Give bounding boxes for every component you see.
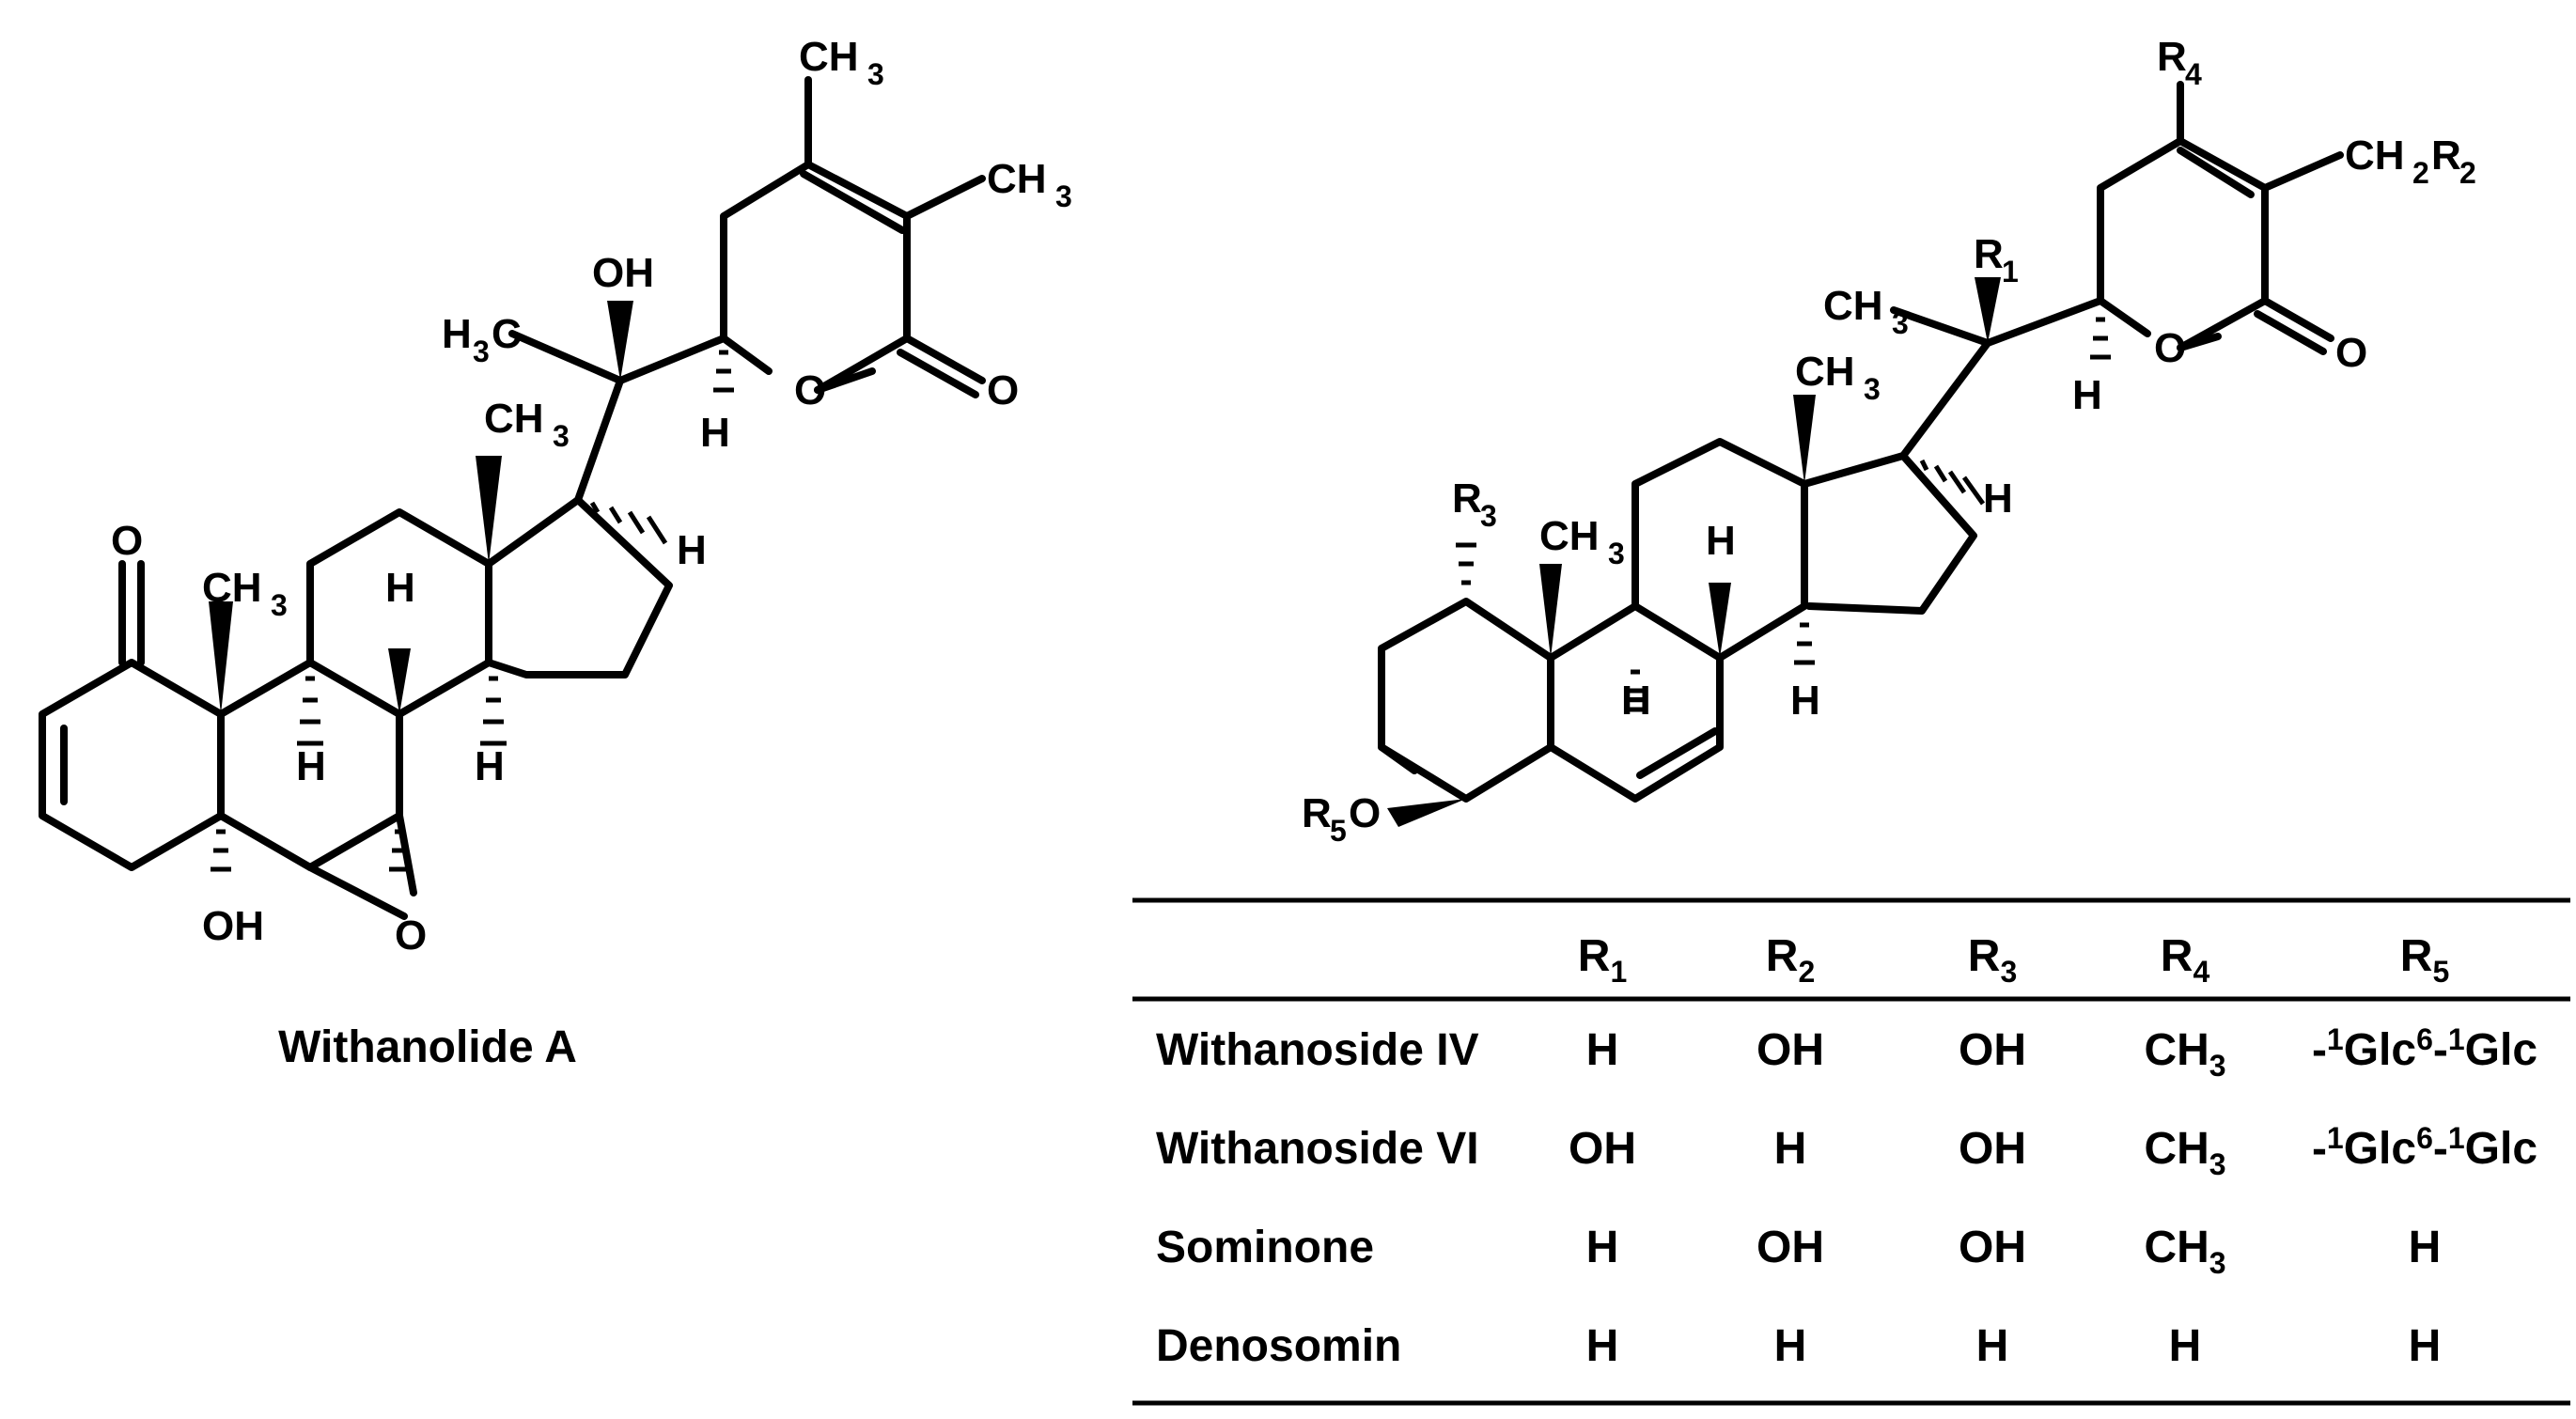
table-cell-r5: H	[2409, 1223, 2442, 1272]
withanolide-a-structure	[39, 76, 986, 920]
table-cell-r3: OH	[1959, 1223, 2026, 1272]
table-cell-r4: H	[2169, 1321, 2202, 1371]
atom-label-ch3-c10: CH	[202, 565, 262, 611]
atom-label-h-c14: H	[1790, 678, 1820, 724]
atom-label-r5o-o: O	[1349, 790, 1381, 836]
atom-label-h-c8: H	[385, 565, 415, 611]
atom-label-ch3-c10: CH	[1539, 513, 1600, 559]
atom-label-h-c14: H	[475, 743, 505, 789]
table-cell-r1: H	[1586, 1321, 1619, 1371]
table-cell-r4: CH3	[2144, 1223, 2225, 1280]
atom-label-h3c: H	[442, 311, 472, 357]
atom-label-h3c-c: C	[492, 311, 522, 357]
atom-label-carbonyl-o: O	[987, 367, 1019, 413]
atom-label-ch2r2-sub: 2	[2412, 156, 2429, 190]
table-row: Sominone H OH OH CH3 H	[1156, 1223, 2441, 1280]
table-cell-r5: -1Glc6-1Glc	[2312, 1121, 2537, 1174]
table-header-row: R1 R2 R3 R4 R5	[1578, 931, 2449, 989]
atom-label-r3-sub: 3	[1480, 499, 1497, 533]
atom-label-ch3-c13-sub: 3	[1864, 372, 1881, 406]
compound-name-withanolide-a: Withanolide A	[278, 1022, 577, 1072]
atom-label-ring-o: O	[794, 367, 826, 413]
table-cell-name: Denosomin	[1156, 1321, 1401, 1371]
atom-label-h3c-sub: 3	[473, 335, 490, 368]
atom-label-ch3-side: CH	[1823, 283, 1883, 329]
atom-label-h-c9: H	[296, 743, 326, 789]
table-cell-r1: H	[1586, 1223, 1619, 1272]
table-cell-r2: OH	[1756, 1223, 1824, 1272]
table-cell-r4: CH3	[2144, 1025, 2225, 1083]
table-cell-name: Sominone	[1156, 1223, 1374, 1272]
atom-label-ch3-c28: CH	[987, 156, 1047, 202]
table-cell-r5: -1Glc6-1Glc	[2312, 1022, 2537, 1075]
table-cell-r2: OH	[1756, 1025, 1824, 1075]
atom-label-h-c9: H	[1621, 678, 1651, 724]
atom-label-ch3-c10-sub: 3	[1608, 537, 1625, 570]
atom-label-ch3-c28-sub: 3	[1055, 179, 1072, 213]
atom-label-carbonyl-o: O	[2335, 330, 2367, 376]
table-cell-r3: OH	[1959, 1124, 2026, 1174]
atom-label-oh-c5: OH	[202, 903, 264, 949]
table-cell-name: Withanoside VI	[1156, 1124, 1479, 1174]
table-header-r2: R2	[1766, 931, 1815, 989]
atom-label-r4: R	[2157, 34, 2187, 80]
atom-label-h-c8: H	[1706, 518, 1736, 564]
table-row: Withanoside IV H OH OH CH3 -1Glc6-1Glc	[1156, 1022, 2537, 1083]
withanolide-a-labels: O CH 3 H H H CH 3 H OH O H 3 C OH H O O …	[111, 34, 1072, 959]
atom-label-ch3-c27-sub: 3	[867, 57, 884, 91]
atom-label-ch3-c10-sub: 3	[271, 588, 288, 622]
table-cell-r1: H	[1586, 1025, 1619, 1075]
withanoside-scaffold-labels: R 4 CH 2 R 2 R 1 CH 3 H O O CH 3 H R 3 C…	[1302, 34, 2476, 848]
table-cell-r5: H	[2409, 1321, 2442, 1371]
atom-label-ketone-o: O	[111, 518, 143, 564]
atom-label-ch2r2-r-sub: 2	[2459, 156, 2476, 190]
table-cell-r3: H	[1976, 1321, 2009, 1371]
atom-label-ch3-c27: CH	[799, 34, 859, 80]
table-header-r1: R1	[1578, 931, 1627, 989]
atom-label-r5o: R	[1302, 790, 1332, 836]
atom-label-ch3-c13: CH	[1795, 349, 1855, 395]
table-header-r3: R3	[1968, 931, 2017, 989]
atom-label-ch2r2-r: R	[2431, 133, 2461, 179]
atom-label-ring-o: O	[2154, 325, 2186, 371]
table-cell-r4: CH3	[2144, 1124, 2225, 1181]
atom-label-ch3-c13: CH	[484, 396, 544, 442]
atom-label-ch3-c13-sub: 3	[553, 419, 570, 453]
atom-label-h-c22: H	[700, 410, 730, 456]
atom-label-r5o-sub: 5	[1330, 814, 1347, 848]
atom-label-r1: R	[1974, 231, 2004, 277]
atom-label-oh-c20: OH	[592, 250, 654, 296]
withanoside-scaffold-structure	[1378, 81, 2344, 827]
atom-label-ch2r2: CH	[2345, 133, 2405, 179]
atom-label-h-c17: H	[1983, 476, 2013, 522]
atom-label-r3: R	[1452, 476, 1482, 522]
atom-label-r1-sub: 1	[2002, 255, 2019, 288]
atom-label-epoxide-o: O	[395, 912, 427, 959]
table-cell-name: Withanoside IV	[1156, 1025, 1479, 1075]
table-cell-r1: OH	[1569, 1124, 1636, 1174]
table-header-r5: R5	[2400, 931, 2449, 989]
table-row: Withanoside VI OH H OH CH3 -1Glc6-1Glc	[1156, 1121, 2537, 1181]
table-row: Denosomin H H H H H	[1156, 1321, 2441, 1371]
substituent-table: R1 R2 R3 R4 R5 Withanoside IV H OH OH CH…	[1132, 897, 2570, 1406]
table-cell-r3: OH	[1959, 1025, 2026, 1075]
table-header-r4: R4	[2161, 931, 2210, 989]
atom-label-r4-sub: 4	[2185, 57, 2202, 91]
atom-label-h-c17: H	[677, 527, 707, 573]
atom-label-ch3-side-sub: 3	[1892, 306, 1909, 340]
atom-label-h-c22: H	[2072, 372, 2102, 418]
table-cell-r2: H	[1774, 1124, 1807, 1174]
table-cell-r2: H	[1774, 1321, 1807, 1371]
